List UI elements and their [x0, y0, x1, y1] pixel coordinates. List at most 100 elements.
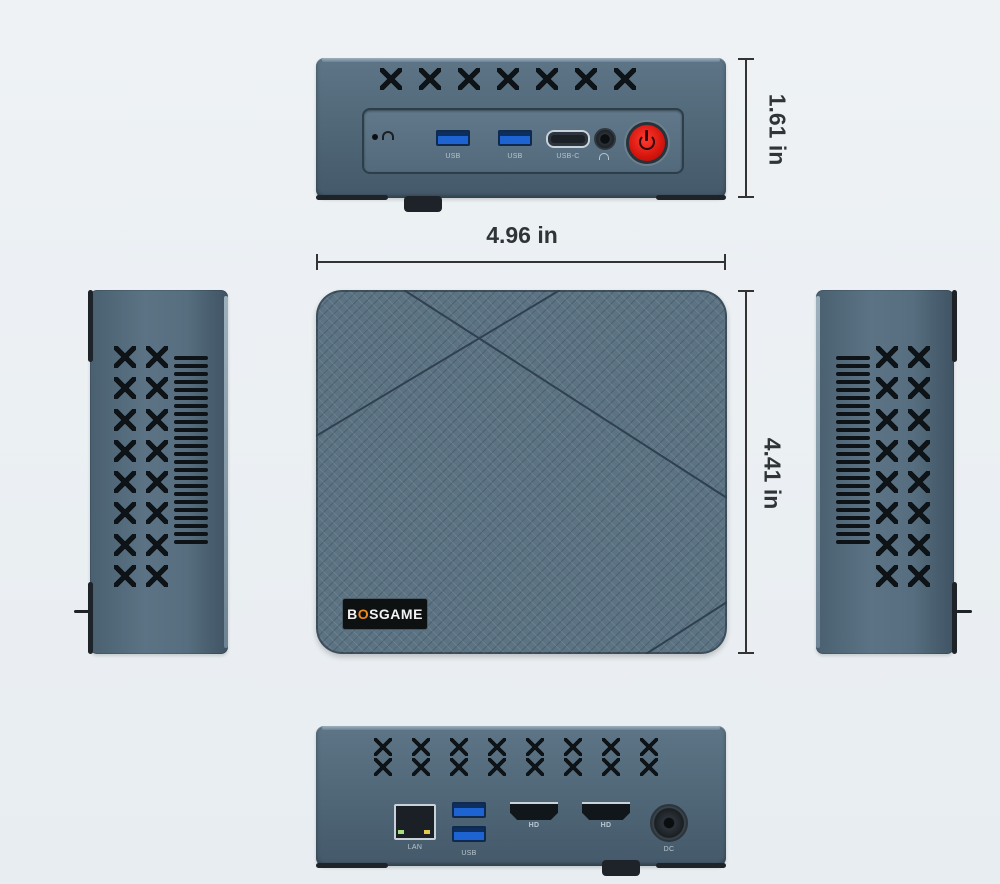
vent-hole	[450, 738, 468, 756]
vent-slot	[836, 444, 870, 448]
left-slot-vents	[174, 356, 208, 580]
usb-2-label: USB	[507, 153, 523, 160]
right-x-vents	[876, 346, 930, 588]
vent-hole	[497, 68, 519, 90]
vent-hole	[602, 738, 620, 756]
vent-slot	[836, 412, 870, 416]
vent-hole	[876, 564, 898, 587]
vent-slot	[836, 492, 870, 496]
vent-slot	[174, 468, 208, 472]
vent-slot	[174, 372, 208, 376]
vent-slot	[174, 540, 208, 544]
height-dim-cap-top	[738, 58, 754, 60]
vent-slot	[836, 532, 870, 536]
rear-stand-tab	[602, 860, 640, 876]
vent-slot	[836, 468, 870, 472]
vent-hole	[146, 346, 168, 368]
lan-label: LAN	[407, 844, 423, 851]
vent-hole	[575, 68, 597, 90]
power-icon-stem	[644, 130, 648, 141]
vent-hole	[488, 738, 506, 756]
vent-slot	[174, 420, 208, 424]
vent-hole	[146, 564, 168, 587]
vent-slot	[836, 540, 870, 544]
vent-hole	[458, 68, 480, 90]
vent-slot	[836, 460, 870, 464]
height-dim-line	[745, 58, 747, 198]
hdmi-2-label: HD	[600, 822, 612, 829]
vent-hole	[876, 439, 898, 462]
rear-usb-port-2	[452, 826, 486, 842]
vent-slot	[836, 364, 870, 368]
stand-tab	[404, 196, 442, 212]
hdmi-1-label: HD	[528, 822, 540, 829]
vent-slot	[836, 452, 870, 456]
vent-slot	[836, 428, 870, 432]
headset-icon	[382, 131, 394, 140]
rear-view: LAN USB HD HD DC	[316, 726, 726, 876]
vent-hole	[602, 758, 620, 776]
vent-hole	[908, 533, 930, 556]
power-icon	[639, 134, 655, 150]
rear-top-edge	[322, 726, 720, 730]
decor-line	[645, 601, 727, 654]
rear-foot-right	[656, 863, 726, 868]
vent-slot	[836, 500, 870, 504]
left-side-view	[74, 290, 234, 654]
rear-usb-label: USB	[461, 850, 477, 857]
left-foot-top	[88, 290, 93, 362]
vent-hole	[114, 439, 136, 462]
vent-hole	[450, 758, 468, 776]
lan-led-right	[424, 830, 430, 834]
right-side-view	[816, 290, 986, 654]
height-label: 1.61 in	[764, 93, 791, 166]
hdmi-port-2	[582, 802, 630, 820]
front-top-edge	[322, 58, 720, 62]
logo-accent: O	[357, 606, 370, 622]
vent-slot	[174, 516, 208, 520]
width-dim-cap-right	[724, 254, 726, 270]
width-dim-cap-left	[316, 254, 318, 270]
vent-hole	[114, 533, 136, 556]
front-vent	[380, 68, 670, 98]
vent-hole	[908, 377, 930, 400]
left-side-edge	[224, 296, 228, 648]
vent-slot	[174, 380, 208, 384]
foot-right	[656, 195, 726, 200]
front-view: USB USB USB-C	[316, 58, 726, 212]
vent-slot	[836, 420, 870, 424]
lan-port	[394, 804, 436, 840]
right-stand-tab	[956, 610, 972, 613]
vent-hole	[536, 68, 558, 90]
rear-vent	[374, 738, 674, 778]
vent-hole	[114, 502, 136, 525]
vent-hole	[640, 758, 658, 776]
headphone-icon	[599, 153, 609, 160]
vent-hole	[908, 564, 930, 587]
rear-usb-port-1	[452, 802, 486, 818]
vent-hole	[412, 738, 430, 756]
logo-suffix: SGAME	[369, 606, 423, 622]
vent-slot	[836, 372, 870, 376]
vent-slot	[174, 444, 208, 448]
vent-hole	[876, 377, 898, 400]
vent-hole	[908, 346, 930, 368]
vent-slot	[174, 524, 208, 528]
dc-power-jack	[650, 804, 688, 842]
power-button[interactable]	[626, 122, 668, 164]
vent-hole	[564, 738, 582, 756]
vent-hole	[146, 502, 168, 525]
vent-hole	[876, 408, 898, 431]
audio-jack	[594, 128, 616, 150]
vent-hole	[640, 738, 658, 756]
depth-dim-cap-bottom	[738, 652, 754, 654]
width-dim-line	[316, 261, 726, 263]
vent-slot	[836, 476, 870, 480]
right-side-edge	[816, 296, 820, 648]
depth-dim-line	[745, 290, 747, 654]
usb-a-port-2	[498, 130, 532, 146]
vent-slot	[174, 388, 208, 392]
dc-label: DC	[663, 846, 675, 853]
vent-hole	[114, 408, 136, 431]
vent-hole	[146, 377, 168, 400]
